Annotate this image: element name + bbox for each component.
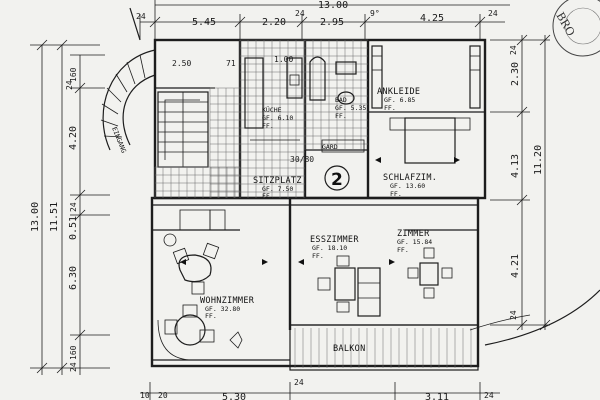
dim-right-d4: 4.13 bbox=[510, 154, 521, 178]
room-label-esszimmer: ESSZIMMER bbox=[310, 235, 359, 245]
dim-bottom-d4: 24 bbox=[294, 378, 304, 387]
room-area-esszimmer: GF. 18.10 bbox=[312, 244, 347, 252]
dim-top-d1: 24 bbox=[136, 12, 146, 21]
room-ff-zimmer: FF. bbox=[397, 246, 409, 254]
dim-left-overall2: 11.51 bbox=[49, 202, 60, 232]
direction-arrows bbox=[180, 157, 460, 265]
room-ff-bad: FF. bbox=[335, 112, 347, 120]
terrain-curve-inner bbox=[469, 314, 531, 331]
right-dimension-lines bbox=[490, 34, 551, 331]
room-label-wohnzimmer: WOHNZIMMER bbox=[200, 296, 255, 306]
bottom-dimension-lines bbox=[140, 382, 500, 400]
dim-left-d2: 24 bbox=[65, 80, 74, 90]
dim-top-d3: 2.20 bbox=[262, 17, 286, 28]
terrain-curve bbox=[484, 289, 600, 346]
dim-top-d8: 9° bbox=[370, 9, 380, 18]
room-area-bad: GF. 5.35 bbox=[335, 104, 366, 112]
left-dimension-lines bbox=[30, 39, 110, 375]
dim-bottom-d5: 3.11 bbox=[425, 392, 449, 400]
room-label-balkon: BALKON bbox=[333, 344, 366, 354]
room-ff-esszimmer: FF. bbox=[312, 252, 324, 260]
room-label-bad: BAD bbox=[335, 96, 347, 104]
room-label-schlafzimmer: SCHLAFZIM. bbox=[383, 173, 437, 183]
room-ff-sitzplatz: FF. bbox=[262, 192, 274, 200]
kitchen-fixtures bbox=[244, 57, 303, 141]
dim-bottom-d2: 20 bbox=[158, 391, 168, 400]
entrance-spiral-stairs bbox=[100, 7, 156, 151]
room-ff-wohnzimmer: FF. bbox=[205, 312, 217, 320]
balcony-railing bbox=[294, 328, 472, 368]
room-ff-schlafzimmer: FF. bbox=[390, 190, 402, 198]
dim-top-d5: 4.25 bbox=[420, 13, 444, 24]
floor-number-badge bbox=[324, 165, 350, 191]
dim-top-d2: 5.45 bbox=[192, 17, 216, 28]
room-area-zimmer: GF. 15.84 bbox=[397, 238, 432, 246]
dim-left-d3: 4.20 bbox=[68, 126, 79, 150]
dim-inner-t2: 71 bbox=[226, 59, 236, 68]
room-area-ankleide: GF. 6.85 bbox=[384, 96, 415, 104]
dim-bottom-d3: 5.30 bbox=[222, 392, 246, 400]
dim-inner-small: 30/80 bbox=[290, 155, 314, 164]
top-dimension-lines bbox=[139, 0, 510, 60]
room-label-gard: GARD bbox=[322, 143, 338, 151]
dim-right-d5: 4.21 bbox=[510, 254, 521, 278]
dim-top-d6: 24 bbox=[488, 9, 498, 18]
room-area-sitzplatz: GF. 7.50 bbox=[262, 185, 293, 193]
dim-left-d5: 0.51 bbox=[68, 216, 79, 240]
room-area-wohnzimmer: GF. 32.80 bbox=[205, 305, 240, 313]
room-label-ankleide: ANKLEIDE bbox=[377, 87, 420, 97]
dim-right-d6: 24 bbox=[509, 310, 518, 320]
room-label-kueche: KÜCHE bbox=[262, 105, 282, 114]
dim-left-d6: 6.30 bbox=[68, 266, 79, 290]
dim-left-d7: 160 bbox=[69, 345, 78, 360]
room-label-sitzplatz: SITZPLATZ bbox=[253, 176, 302, 186]
bath-fixtures bbox=[309, 56, 365, 153]
room-ff-ankleide: FF. bbox=[384, 104, 396, 112]
floor-number-text: 2 bbox=[331, 170, 343, 190]
room-ff-kueche: FF. bbox=[262, 122, 274, 130]
dim-left-d4: 24 bbox=[69, 202, 78, 212]
living-room-furniture bbox=[157, 209, 243, 361]
dim-left-overall1: 13.00 bbox=[30, 202, 41, 232]
dim-left-d8: 24 bbox=[69, 362, 78, 372]
room-label-zimmer: ZIMMER bbox=[397, 229, 430, 239]
room-area-kueche: GF. 6.10 bbox=[262, 114, 293, 122]
dim-inner-t3: 1.00 bbox=[274, 55, 293, 64]
dim-bottom-d6: 24 bbox=[484, 391, 494, 400]
dim-right-d3: 11.20 bbox=[533, 145, 544, 175]
dim-top-overall: 13.00 bbox=[318, 0, 348, 11]
dim-right-d1: 24 bbox=[509, 45, 518, 55]
dim-inner-t1: 2.50 bbox=[172, 59, 191, 68]
bedroom-furniture bbox=[371, 45, 481, 164]
dining-furniture bbox=[317, 247, 453, 317]
dim-right-d2: 2.30 bbox=[510, 62, 521, 86]
dim-top-d7: 24 bbox=[295, 9, 305, 18]
dim-left-d1: 160 bbox=[69, 67, 78, 82]
dim-top-d4: 2.95 bbox=[320, 17, 344, 28]
room-area-schlafzimmer: GF. 13.60 bbox=[390, 182, 425, 190]
dim-bottom-d1: 10 bbox=[140, 391, 150, 400]
